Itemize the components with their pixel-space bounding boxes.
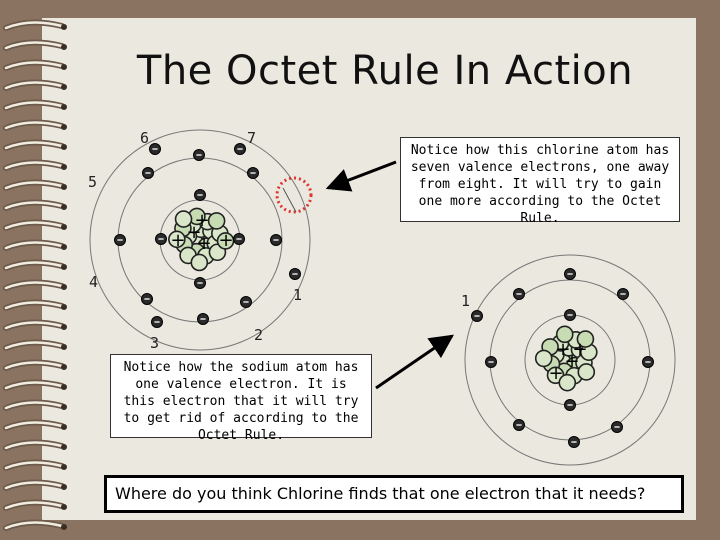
nucleon: [190, 253, 209, 272]
binding-hole: [61, 344, 67, 350]
binding-hole: [61, 144, 67, 150]
proton-symbol: +: [186, 222, 201, 243]
nucleon: [168, 230, 186, 249]
chlorine-shell-3: [89, 129, 311, 351]
arrow-to-sodium: [375, 334, 454, 390]
proton-symbol: +: [572, 339, 587, 360]
binding-ring-highlight: [4, 241, 64, 250]
nucleon: [577, 363, 596, 381]
binding-ring-highlight: [4, 361, 64, 370]
question-box: Where do you think Chlorine finds that o…: [104, 475, 684, 513]
cl-label-2: 2: [254, 326, 264, 344]
cl-label-7: 7: [247, 129, 257, 147]
binding-ring-highlight: [4, 81, 64, 90]
sodium-electrons: [471, 268, 654, 448]
binding-ring-highlight: [4, 501, 64, 510]
proton-symbol: +: [548, 363, 563, 384]
sodium-nucleus: ++++: [534, 325, 598, 392]
binding-ring-highlight: [4, 121, 64, 130]
binding-ring-highlight: [4, 301, 64, 310]
binding-hole: [61, 124, 67, 130]
binding-ring-highlight: [4, 141, 64, 150]
binding-hole: [61, 404, 67, 410]
binding-ring-highlight: [4, 21, 64, 30]
cl-label-5: 5: [88, 173, 98, 191]
binding-ring-highlight: [4, 521, 64, 530]
binding-hole: [61, 224, 67, 230]
binding-ring-highlight: [4, 381, 64, 390]
sodium-shell-3: [464, 254, 676, 466]
chlorine-electrons: [114, 143, 301, 328]
chlorine-atom: +++++: [89, 129, 313, 351]
binding-hole: [61, 504, 67, 510]
proton-symbol: +: [196, 233, 211, 254]
binding-ring-highlight: [4, 61, 64, 70]
binding-hole: [61, 104, 67, 110]
nucleon: [558, 373, 577, 392]
binding-ring-highlight: [4, 201, 64, 210]
cl-label-3: 3: [150, 334, 160, 352]
binding-hole: [61, 484, 67, 490]
binding-hole: [61, 444, 67, 450]
binding-ring-highlight: [4, 281, 64, 290]
nucleon: [174, 210, 193, 228]
proton-symbol: +: [170, 230, 185, 251]
page-title: The Octet Rule In Action: [136, 48, 634, 94]
na-label-1: 1: [461, 292, 471, 310]
proton-symbol: +: [555, 339, 570, 360]
spiral-binding: [3, 19, 67, 531]
binding-ring-highlight: [4, 321, 64, 330]
nucleon: [207, 212, 226, 230]
binding-hole: [61, 384, 67, 390]
binding-ring-highlight: [4, 421, 64, 430]
nucleon: [534, 349, 553, 368]
nucleon: [555, 325, 574, 344]
proton-symbol: +: [218, 230, 233, 251]
sodium-note: Notice how the sodium atom has one valen…: [110, 354, 372, 443]
arrow-to-empty-slot: [325, 160, 397, 192]
cl-label-4: 4: [89, 273, 99, 291]
binding-hole: [61, 64, 67, 70]
binding-ring-highlight: [4, 221, 64, 230]
binding-hole: [61, 324, 67, 330]
empty-electron-slot: [275, 176, 313, 214]
binding-hole: [61, 84, 67, 90]
binding-ring-highlight: [4, 41, 64, 50]
chlorine-nucleus: +++++: [168, 207, 235, 272]
binding-ring-highlight: [4, 261, 64, 270]
binding-ring-highlight: [4, 461, 64, 470]
binding-ring-highlight: [4, 401, 64, 410]
binding-hole: [61, 284, 67, 290]
binding-ring-highlight: [4, 181, 64, 190]
binding-ring-highlight: [4, 341, 64, 350]
binding-hole: [61, 204, 67, 210]
chlorine-note: Notice how this chlorine atom has seven …: [400, 137, 680, 226]
binding-hole: [61, 244, 67, 250]
cl-label-6: 6: [140, 129, 150, 147]
binding-hole: [61, 44, 67, 50]
binding-ring-highlight: [4, 101, 64, 110]
binding-hole: [61, 264, 67, 270]
nucleon: [576, 330, 595, 348]
binding-hole: [61, 524, 67, 530]
binding-hole: [61, 164, 67, 170]
proton-symbol: +: [194, 210, 209, 231]
sodium-atom: ++++: [464, 254, 676, 466]
binding-hole: [61, 424, 67, 430]
binding-hole: [61, 184, 67, 190]
binding-ring-highlight: [4, 441, 64, 450]
cl-label-1: 1: [293, 286, 303, 304]
proton-symbol: +: [564, 351, 579, 372]
binding-ring-highlight: [4, 161, 64, 170]
binding-hole: [61, 364, 67, 370]
binding-hole: [61, 464, 67, 470]
binding-hole: [61, 24, 67, 30]
binding-hole: [61, 304, 67, 310]
binding-ring-highlight: [4, 481, 64, 490]
slot-marker-line: [282, 187, 297, 213]
